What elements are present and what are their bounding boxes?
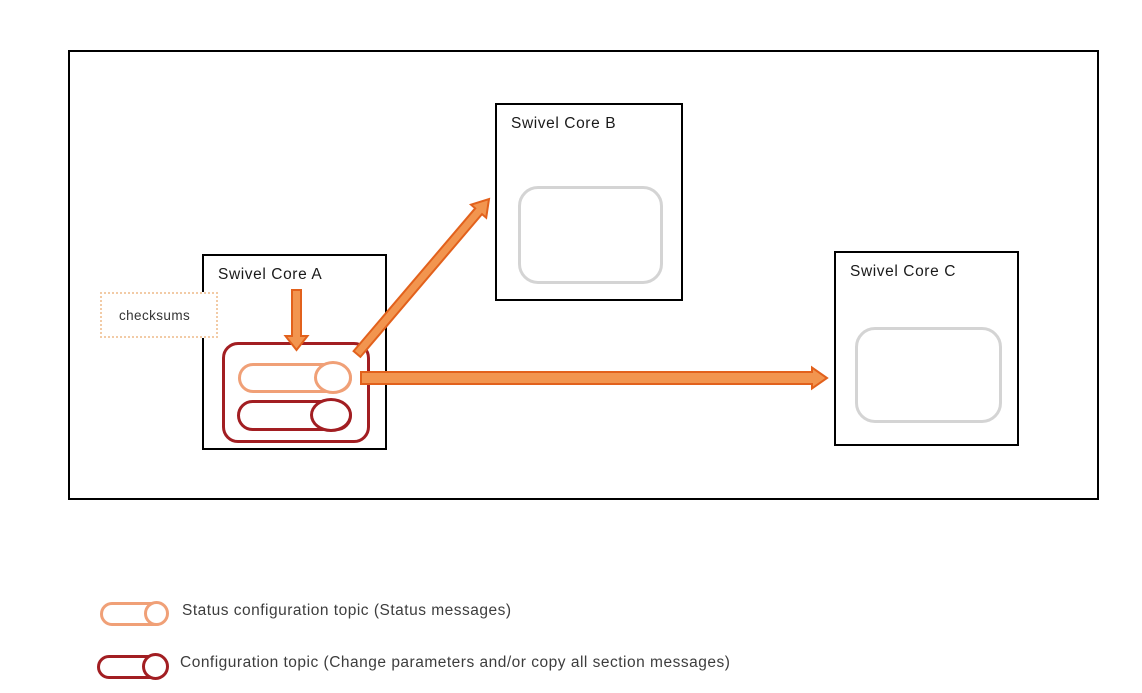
- legend-status-label: Status configuration topic (Status messa…: [182, 602, 512, 619]
- placeholder-topics-core-b: [518, 186, 663, 284]
- status-topic-knob: [314, 361, 352, 394]
- legend-config-label: Configuration topic (Change parameters a…: [180, 654, 731, 671]
- box-title-swivel-core-a: Swivel Core A: [218, 266, 323, 283]
- placeholder-topics-core-c: [855, 327, 1002, 423]
- config-topic-knob: [310, 398, 352, 432]
- box-title-swivel-core-c: Swivel Core C: [850, 263, 956, 280]
- legend-status-knob: [144, 601, 169, 626]
- legend-config-knob: [142, 653, 169, 680]
- box-title-swivel-core-b: Swivel Core B: [511, 115, 617, 132]
- checksums-label: checksums: [119, 307, 191, 323]
- checksums-callout: checksums: [100, 292, 218, 338]
